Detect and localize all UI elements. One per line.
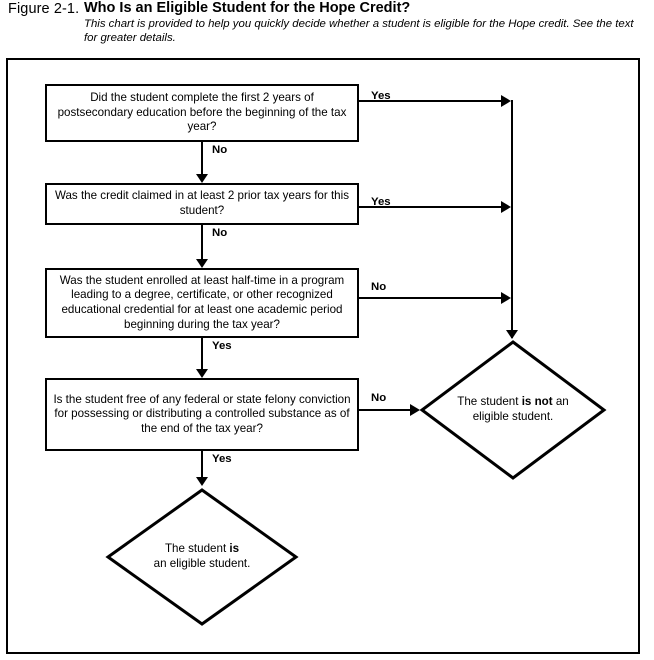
edge-label-q1-yes: Yes	[371, 90, 391, 102]
connector-q3-no	[359, 297, 505, 299]
question-box-3[interactable]: Was the student enrolled at least half-t…	[45, 268, 359, 338]
edge-label-q1-no: No	[212, 144, 228, 156]
arrow-q4-to-eligible-icon	[196, 477, 208, 486]
connector-q3-to-q4	[201, 338, 203, 369]
connector-q4-to-eligible	[201, 451, 203, 478]
question-box-4[interactable]: Is the student free of any federal or st…	[45, 378, 359, 451]
question-box-2[interactable]: Was the credit claimed in at least 2 pri…	[45, 183, 359, 225]
figure-title: Who Is an Eligible Student for the Hope …	[84, 0, 411, 16]
outcome-eligible[interactable]: The student is an eligible student.	[105, 487, 299, 627]
arrow-q1-to-q2-icon	[196, 174, 208, 183]
edge-label-q3-no: No	[371, 281, 387, 293]
arrow-q2-to-q3-icon	[196, 259, 208, 268]
flowchart-frame	[6, 58, 640, 654]
edge-label-q4-yes: Yes	[212, 453, 232, 465]
arrow-q3-to-q4-icon	[196, 369, 208, 378]
right-trunk-line	[511, 100, 513, 338]
connector-q1-yes	[359, 100, 505, 102]
edge-label-q4-no: No	[371, 392, 387, 404]
connector-q4-no	[359, 409, 414, 411]
arrow-q4-no-icon	[410, 404, 420, 416]
arrow-trunk-to-not-eligible-icon	[506, 330, 518, 339]
connector-q2-to-q3	[201, 225, 203, 259]
outcome-not-eligible[interactable]: The student is not an eligible student.	[419, 339, 607, 481]
arrow-q2-yes-icon	[501, 201, 511, 213]
figure-number: Figure 2-1.	[8, 1, 80, 17]
question-box-1[interactable]: Did the student complete the first 2 yea…	[45, 84, 359, 142]
arrow-q1-yes-icon	[501, 95, 511, 107]
edge-label-q2-no: No	[212, 227, 228, 239]
diamond-shape-not-eligible	[419, 340, 607, 480]
diamond-shape-eligible	[105, 488, 299, 626]
edge-label-q3-yes: Yes	[212, 340, 232, 352]
figure-header: Figure 2-1. Who Is an Eligible Student f…	[0, 0, 654, 52]
connector-q1-to-q2	[201, 142, 203, 175]
arrow-q3-no-icon	[501, 292, 511, 304]
connector-q2-yes	[359, 206, 505, 208]
figure-subtitle: This chart is provided to help you quick…	[84, 18, 634, 44]
edge-label-q2-yes: Yes	[371, 196, 391, 208]
